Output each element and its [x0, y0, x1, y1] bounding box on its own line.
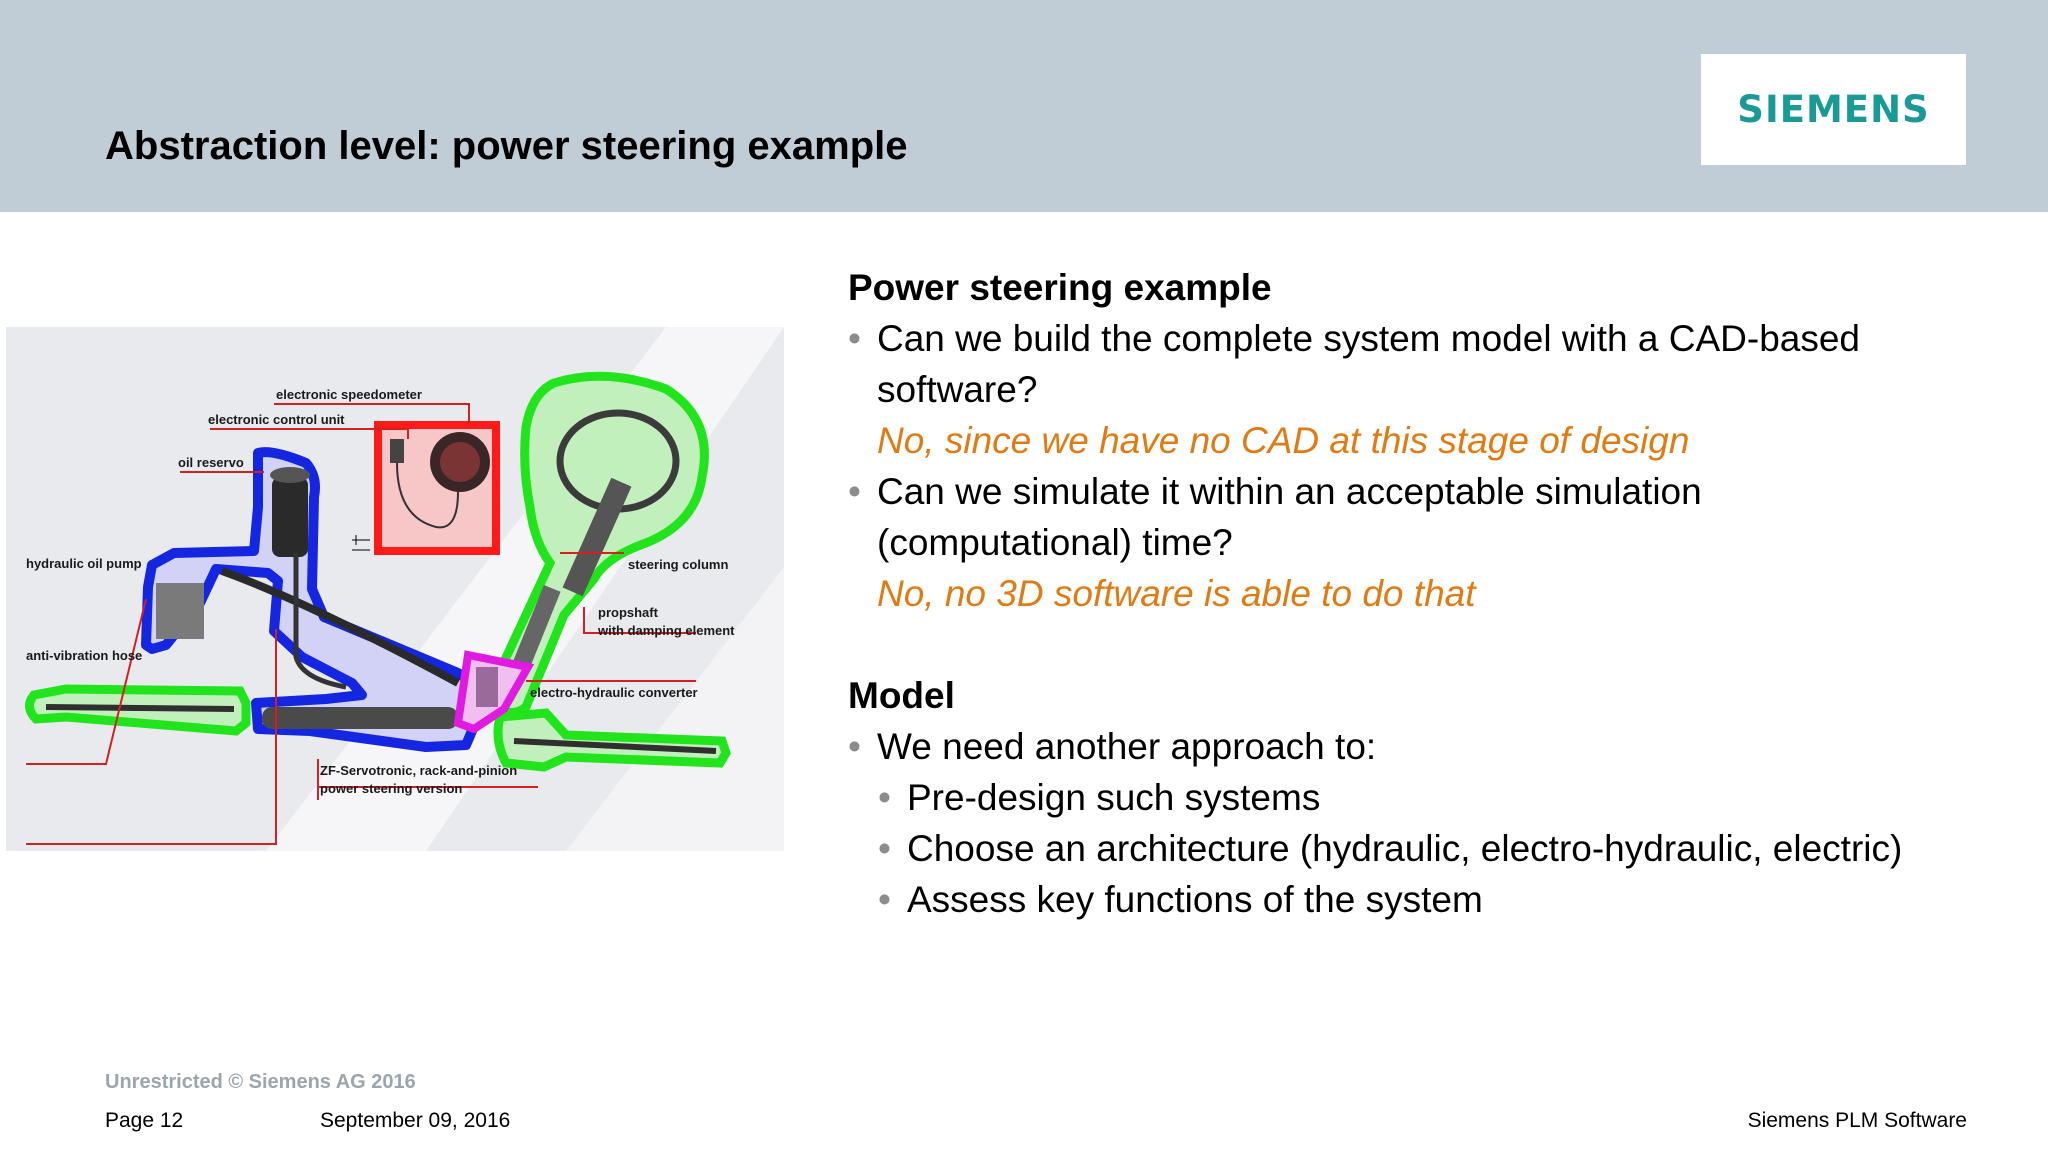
slide-header: Abstraction level: power steering exampl…: [0, 0, 2048, 212]
siemens-logo-text: SIEMENS: [1737, 88, 1930, 131]
label-propshaft-damping: with damping element: [597, 623, 735, 638]
footer-company: Siemens PLM Software: [1747, 1109, 1967, 1132]
label-anti-vibration-hose: anti-vibration hose: [26, 648, 142, 663]
bullet-text: (computational) time?: [877, 522, 1233, 563]
bullet-text: software?: [877, 369, 1038, 410]
siemens-logo: SIEMENS: [1701, 54, 1966, 165]
answer-cad: No, since we have no CAD at this stage o…: [877, 420, 1690, 461]
bullet-cad-question: Can we build the complete system model w…: [848, 313, 2008, 415]
sub-bullet-key-functions: Assess key functions of the system: [848, 874, 2008, 925]
label-oil-reservoir: oil reservo: [178, 455, 244, 470]
sub-bullet-architecture: Choose an architecture (hydraulic, elect…: [848, 823, 2008, 874]
label-electro-hydraulic-converter: electro-hydraulic converter: [530, 685, 698, 700]
sub-bullet-predesign: Pre-design such systems: [848, 772, 2008, 823]
label-propshaft: propshaft: [598, 605, 659, 620]
slide-title: Abstraction level: power steering exampl…: [105, 124, 908, 168]
bullet-text: Can we build the complete system model w…: [877, 318, 1861, 359]
power-steering-diagram: electronic speedometer electronic contro…: [6, 327, 784, 851]
bullet-simulation-question: Can we simulate it within an acceptable …: [848, 466, 2008, 568]
bullet-model-intro: We need another approach to:: [848, 721, 2008, 772]
footer-classification: Unrestricted © Siemens AG 2016: [105, 1071, 416, 1093]
label-power-steering-version: power steering version: [320, 781, 462, 796]
label-hydraulic-oil-pump: hydraulic oil pump: [26, 556, 142, 571]
power-steering-illustration: electronic speedometer electronic contro…: [6, 327, 784, 851]
answer-simulation: No, no 3D software is able to do that: [877, 573, 1476, 614]
spacer: [848, 619, 2008, 670]
label-electronic-speedometer: electronic speedometer: [276, 387, 422, 402]
section-heading-power-steering: Power steering example: [848, 267, 1272, 308]
label-zf-servotronic: ZF-Servotronic, rack-and-pinion: [320, 763, 517, 778]
section-heading-model: Model: [848, 675, 955, 716]
slide-content: Power steering example Can we build the …: [848, 262, 2008, 925]
label-electronic-control-unit: electronic control unit: [208, 412, 345, 427]
footer-date: September 09, 2016: [320, 1109, 511, 1132]
footer-page-number: Page 12: [105, 1109, 184, 1132]
label-steering-column: steering column: [628, 557, 728, 572]
bullet-text: Can we simulate it within an acceptable …: [877, 471, 1702, 512]
